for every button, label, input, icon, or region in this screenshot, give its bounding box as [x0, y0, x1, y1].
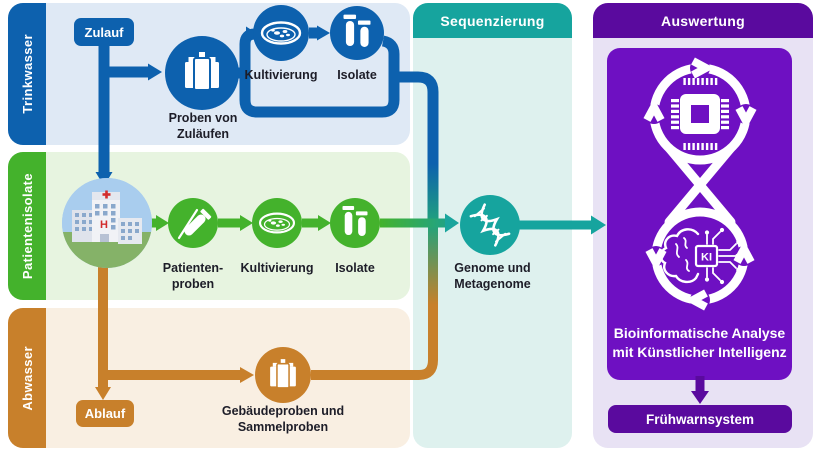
- ai-analysis-box: KI Bioinformatische Analyse mit Künstlic…: [607, 48, 792, 380]
- ai-brain-icon: KI: [659, 227, 741, 285]
- isolate-pat-label: Isolate: [335, 261, 375, 275]
- svg-text:H: H: [100, 219, 108, 231]
- auswertung-down-arrow: [691, 376, 709, 404]
- kultivierung-trink-node: [253, 5, 309, 61]
- zulauf-badge: Zulauf: [74, 18, 134, 46]
- infinity-loop-icon: KI: [643, 57, 757, 311]
- fruehwarnsystem-badge: Frühwarnsystem: [608, 405, 792, 433]
- kultivierung-trink-label: Kultivierung: [244, 68, 318, 82]
- dna-helix-icon: [469, 203, 511, 247]
- proben-zulaeufen-label: Proben von Zuläufen: [168, 111, 238, 141]
- test-tubes-icon: [342, 206, 368, 236]
- ki-badge: KI: [701, 252, 712, 264]
- gebaeudeproben-node: [255, 347, 311, 403]
- isolate-trink-node: [330, 6, 384, 60]
- auswertung-header: Auswertung: [593, 3, 813, 38]
- lane-label-patientenisolate: Patientenisolate: [19, 172, 35, 280]
- ablauf-badge: Ablauf: [76, 400, 134, 427]
- hospital-icon: H: [62, 178, 152, 268]
- lane-band-trinkwasser: Trinkwasser: [8, 3, 46, 145]
- patientenproben-label: Patienten- proben: [162, 261, 224, 291]
- hospital-node: H: [62, 178, 152, 268]
- swab-tube-icon: [177, 208, 212, 240]
- patientenproben-node: [168, 198, 218, 248]
- analysis-label: Bioinformatische Analyse mit Künstlicher…: [612, 325, 787, 360]
- lane-label-abwasser: Abwasser: [19, 345, 35, 411]
- genome-label: Genome und Metagenome: [454, 261, 531, 291]
- lane-band-abwasser: Abwasser: [8, 308, 46, 448]
- lane-band-patientenisolate: Patientenisolate: [8, 152, 46, 300]
- genome-node: [460, 195, 520, 255]
- sequenzierung-header: Sequenzierung: [413, 3, 572, 38]
- sample-bottles-icon: [270, 357, 296, 389]
- gebaeudeproben-label: Gebäudeproben und Sammelproben: [221, 404, 345, 434]
- petri-dish-icon: [260, 21, 302, 45]
- sample-bottles-icon: [185, 50, 219, 91]
- isolate-trink-label: Isolate: [337, 68, 377, 82]
- petri-dish-icon: [258, 212, 296, 234]
- kultivierung-pat-node: [252, 198, 302, 248]
- kultivierung-pat-label: Kultivierung: [240, 261, 314, 275]
- chip-icon: [671, 78, 729, 150]
- lane-label-trinkwasser: Trinkwasser: [19, 34, 35, 114]
- isolate-pat-node: [330, 198, 380, 248]
- test-tubes-icon: [343, 14, 371, 47]
- proben-zulaeufen-node: [165, 36, 239, 110]
